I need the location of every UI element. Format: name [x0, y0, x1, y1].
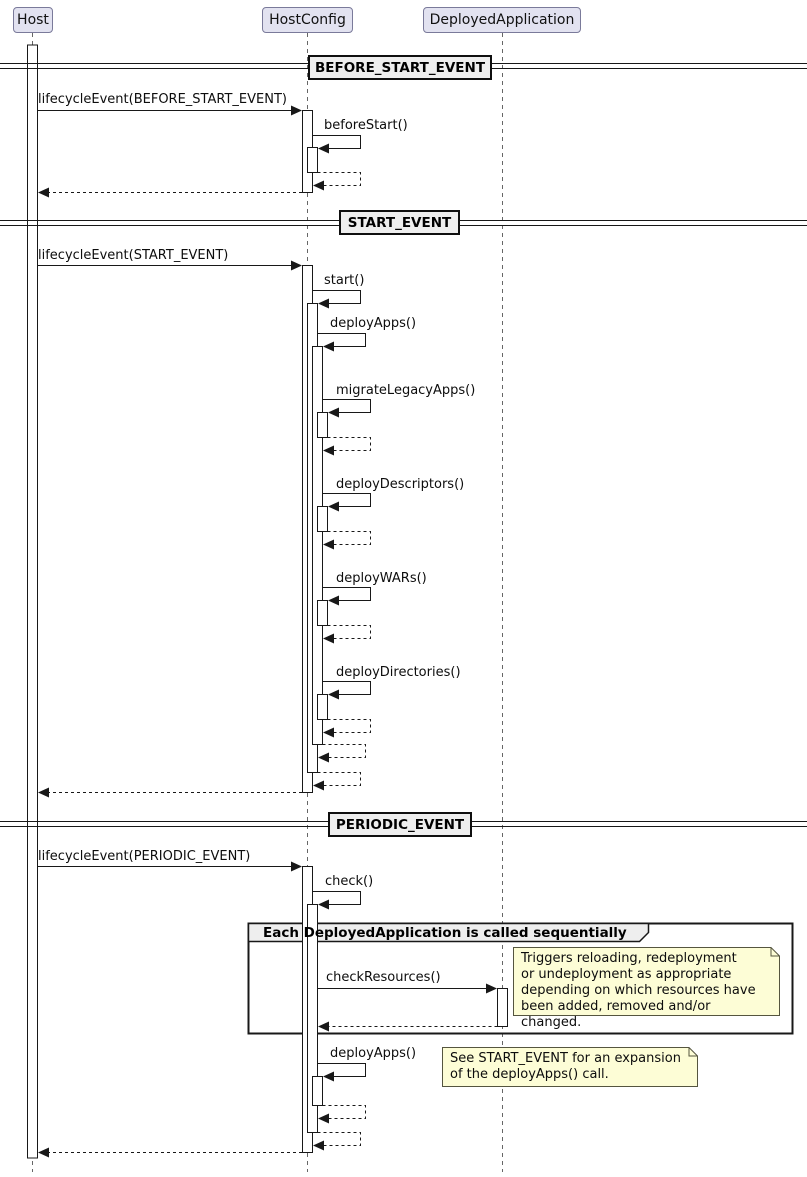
divider-start-event: START_EVENT: [339, 210, 460, 235]
self-return-deploy-wars: [327, 625, 371, 639]
arrowhead-check-resources: [486, 983, 497, 994]
arrowhead-deploy-apps: [323, 341, 334, 352]
group-header-label: Each DeployedApplication is called seque…: [263, 925, 627, 941]
self-call-deploy-wars: [322, 587, 371, 601]
call-arrows: [37, 110, 486, 1077]
activation-deploy-directories: [317, 694, 328, 720]
self-return-start: [317, 772, 361, 786]
message-check-resources: checkResources(): [326, 970, 441, 985]
group-frame: [247, 922, 794, 1035]
self-return-deploy-descriptors: [327, 531, 371, 545]
message-migrate-legacy-apps: migrateLegacyApps(): [336, 383, 476, 398]
arrowhead-lifecycle-before-start: [291, 105, 302, 116]
activation-deploy-wars: [317, 600, 328, 626]
activation-before-start: [307, 147, 318, 173]
self-return-migrate-legacy-apps: [327, 437, 371, 451]
activation-host: [27, 44, 38, 1159]
arrowhead-return-before-start: [313, 180, 324, 191]
arrowhead-return-check: [313, 1140, 324, 1151]
arrowhead-return-wars: [323, 633, 334, 644]
participant-host: Host: [13, 7, 53, 33]
activation-migrate-legacy-apps: [317, 412, 328, 438]
arrowhead-migrate-legacy-apps: [328, 407, 339, 418]
activation-check: [307, 904, 318, 1133]
self-return-deploy-apps-periodic: [322, 1105, 366, 1119]
note-check-resources-fold-icon: [770, 947, 780, 957]
message-check: check(): [325, 874, 374, 889]
self-call-deploy-apps: [317, 333, 366, 347]
arrowhead-lifecycle-start: [291, 260, 302, 271]
arrowhead-return-start: [313, 780, 324, 791]
message-start: start(): [324, 273, 365, 288]
message-before-start: beforeStart(): [324, 118, 408, 133]
arrowhead-return-descriptors: [323, 539, 334, 550]
arrowhead-start: [318, 298, 329, 309]
arrowhead-deploy-directories: [328, 689, 339, 700]
arrowhead-before-start: [318, 143, 329, 154]
divider-periodic-event: PERIODIC_EVENT: [328, 812, 472, 837]
arrowhead-return-deploy-apps-periodic: [318, 1113, 329, 1124]
group-header-tab: [247, 922, 650, 943]
arrowhead-deploy-wars: [328, 595, 339, 606]
message-deploy-directories: deployDirectories(): [336, 665, 461, 680]
note-deploy-apps-text: See START_EVENT for an expansion of the …: [450, 1051, 681, 1082]
arrowhead-lifecycle-periodic: [291, 861, 302, 872]
note-deploy-apps-fold-icon: [688, 1047, 698, 1057]
message-lifecycle-periodic: lifecycleEvent(PERIODIC_EVENT): [38, 849, 251, 864]
self-return-deploy-directories: [327, 719, 371, 733]
arrowhead-deploy-descriptors: [328, 501, 339, 512]
arrowhead-return-lifecycle-periodic: [38, 1147, 49, 1158]
return-arrows: [49, 172, 498, 1153]
participant-deployedapplication: DeployedApplication: [423, 7, 581, 33]
self-call-before-start: [312, 135, 361, 149]
note-shapes: [442, 947, 780, 1087]
arrowhead-return-directories: [323, 727, 334, 738]
participant-hostconfig: HostConfig: [262, 7, 353, 33]
self-call-deploy-apps-periodic: [317, 1063, 366, 1077]
activation-check-resources: [497, 988, 508, 1027]
arrowhead-return-lifecycle-start: [38, 787, 49, 798]
arrowhead-return-migrate: [323, 445, 334, 456]
note-deploy-apps-shape: [442, 1047, 698, 1087]
note-check-resources-shape: [513, 947, 780, 1016]
arrowhead-return-deploy-apps: [318, 752, 329, 763]
self-return-before-start: [317, 172, 361, 186]
message-lifecycle-start: lifecycleEvent(START_EVENT): [38, 248, 229, 263]
self-call-start: [312, 290, 361, 304]
self-call-check: [312, 891, 361, 905]
divider-before-start-event: BEFORE_START_EVENT: [308, 55, 492, 80]
message-deploy-apps: deployApps(): [330, 316, 417, 331]
self-call-migrate-legacy-apps: [322, 399, 371, 413]
self-call-deploy-directories: [322, 681, 371, 695]
arrowheads: [38, 105, 497, 1158]
self-return-check: [317, 1132, 361, 1146]
activation-deploy-apps: [312, 346, 323, 745]
arrowhead-return-check-resources: [318, 1021, 329, 1032]
self-call-deploy-descriptors: [322, 493, 371, 507]
lifelines: [32, 33, 503, 1172]
message-deploy-apps-periodic: deployApps(): [330, 1046, 417, 1061]
note-check-resources-text: Triggers reloading, redeployment or unde…: [521, 951, 756, 1030]
message-lifecycle-before-start: lifecycleEvent(BEFORE_START_EVENT): [38, 92, 287, 107]
activation-deploy-apps-periodic: [312, 1076, 323, 1106]
activation-bars: [27, 44, 508, 1159]
divider-lines: [0, 63, 807, 827]
arrowhead-check: [318, 899, 329, 910]
message-deploy-wars: deployWARs(): [336, 571, 427, 586]
message-deploy-descriptors: deployDescriptors(): [336, 477, 465, 492]
self-return-deploy-apps: [322, 744, 366, 758]
arrowhead-return-lifecycle-before-start: [38, 187, 49, 198]
arrowhead-deploy-apps-periodic: [323, 1071, 334, 1082]
activation-deploy-descriptors: [317, 506, 328, 532]
